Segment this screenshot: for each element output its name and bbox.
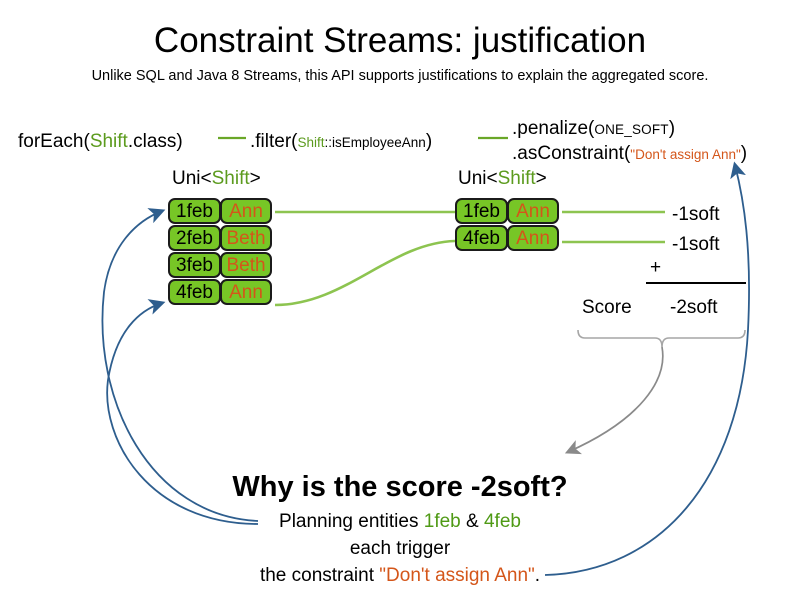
code-filter-methodref: ::isEmployeeAnn [324,135,426,150]
uni-label-left-suffix: > [249,168,261,189]
shift-card-date: 2feb [168,225,221,251]
uni-label-left: Uni<Shift> [172,168,261,190]
shift-card-date: 4feb [455,225,508,251]
shift-card-date: 1feb [168,198,221,224]
code-foreach-suffix: .class) [127,131,183,152]
shift-card-employee: Ann [220,279,272,305]
code-foreach-type: Shift [89,131,128,152]
code-penalize-arg: ONE_SOFT [594,122,669,137]
shift-card-date: 4feb [168,279,221,305]
code-filter-prefix: .filter( [250,131,298,152]
explanation-constraint-name: "Don't assign Ann" [379,565,535,586]
code-penalize-suffix: ) [668,118,676,139]
shift-card-employee: Ann [507,225,559,251]
shift-card[interactable]: 4feb Ann [455,225,559,251]
explanation-question: Why is the score -2soft? [232,471,568,503]
shift-card-employee: Ann [507,198,559,224]
score-total: -2soft [670,297,718,318]
code-foreach: forEach(Shift.class) [18,130,183,154]
code-filter: .filter(Shift::isEmployeeAnn) [250,130,432,155]
explanation-line-3-prefix: the constraint [259,565,380,586]
explanation-entity-1feb: 1feb [423,511,461,532]
penalty-label-4feb: -1soft [672,234,720,255]
page-subtitle: Unlike SQL and Java 8 Streams, this API … [91,68,709,84]
score-label: Score [582,297,632,318]
explanation-line-3: the constraint "Don't assign Ann". [0,564,800,588]
explanation-line-2: each trigger [349,538,451,559]
shift-card[interactable]: 1feb Ann [168,198,272,224]
explanation-line-1-amp: & [460,511,484,532]
shift-stack-left: 1feb Ann 2feb Beth 3feb Beth 4feb Ann [168,198,272,306]
score-brace [577,329,746,348]
code-as-constraint-prefix: .asConstraint( [512,143,631,164]
uni-label-right-suffix: > [535,168,547,189]
uni-label-right-type: Shift [497,168,536,189]
uni-label-right-prefix: Uni< [458,168,498,189]
shift-card[interactable]: 2feb Beth [168,225,272,251]
shift-card[interactable]: 3feb Beth [168,252,272,278]
shift-stack-right: 1feb Ann 4feb Ann [455,198,559,252]
shift-card-employee: Ann [220,198,272,224]
brace-to-question-arrow [564,346,664,455]
explanation-line-3-suffix: . [534,565,541,586]
sum-operator: + [650,257,662,278]
shift-card[interactable]: 1feb Ann [455,198,559,224]
shift-card-date: 1feb [455,198,508,224]
code-as-constraint: .asConstraint("Don't assign Ann") [512,142,747,167]
stream-connector-4feb [274,239,456,307]
shift-card-employee: Beth [220,225,272,251]
code-filter-suffix: ) [425,131,433,152]
page-title: Constraint Streams: justification [153,21,647,60]
shift-card[interactable]: 4feb Ann [168,279,272,305]
code-foreach-prefix: forEach( [18,131,90,152]
penalty-label-1feb: -1soft [672,204,720,225]
shift-card-date: 3feb [168,252,221,278]
code-penalize: .penalize(ONE_SOFT) [512,117,675,142]
code-as-constraint-suffix: ) [740,143,748,164]
uni-label-left-type: Shift [211,168,250,189]
code-as-constraint-arg: "Don't assign Ann" [630,147,741,162]
explanation-entity-4feb: 4feb [483,511,521,532]
code-filter-type: Shift [297,135,325,150]
code-penalize-prefix: .penalize( [512,118,595,139]
sum-rule [646,282,746,284]
explanation-line-1: Planning entities 1feb & 4feb [0,510,800,534]
shift-card-employee: Beth [220,252,272,278]
uni-label-right: Uni<Shift> [458,168,547,190]
uni-label-left-prefix: Uni< [172,168,212,189]
explanation-line-1-prefix: Planning entities [279,511,424,532]
